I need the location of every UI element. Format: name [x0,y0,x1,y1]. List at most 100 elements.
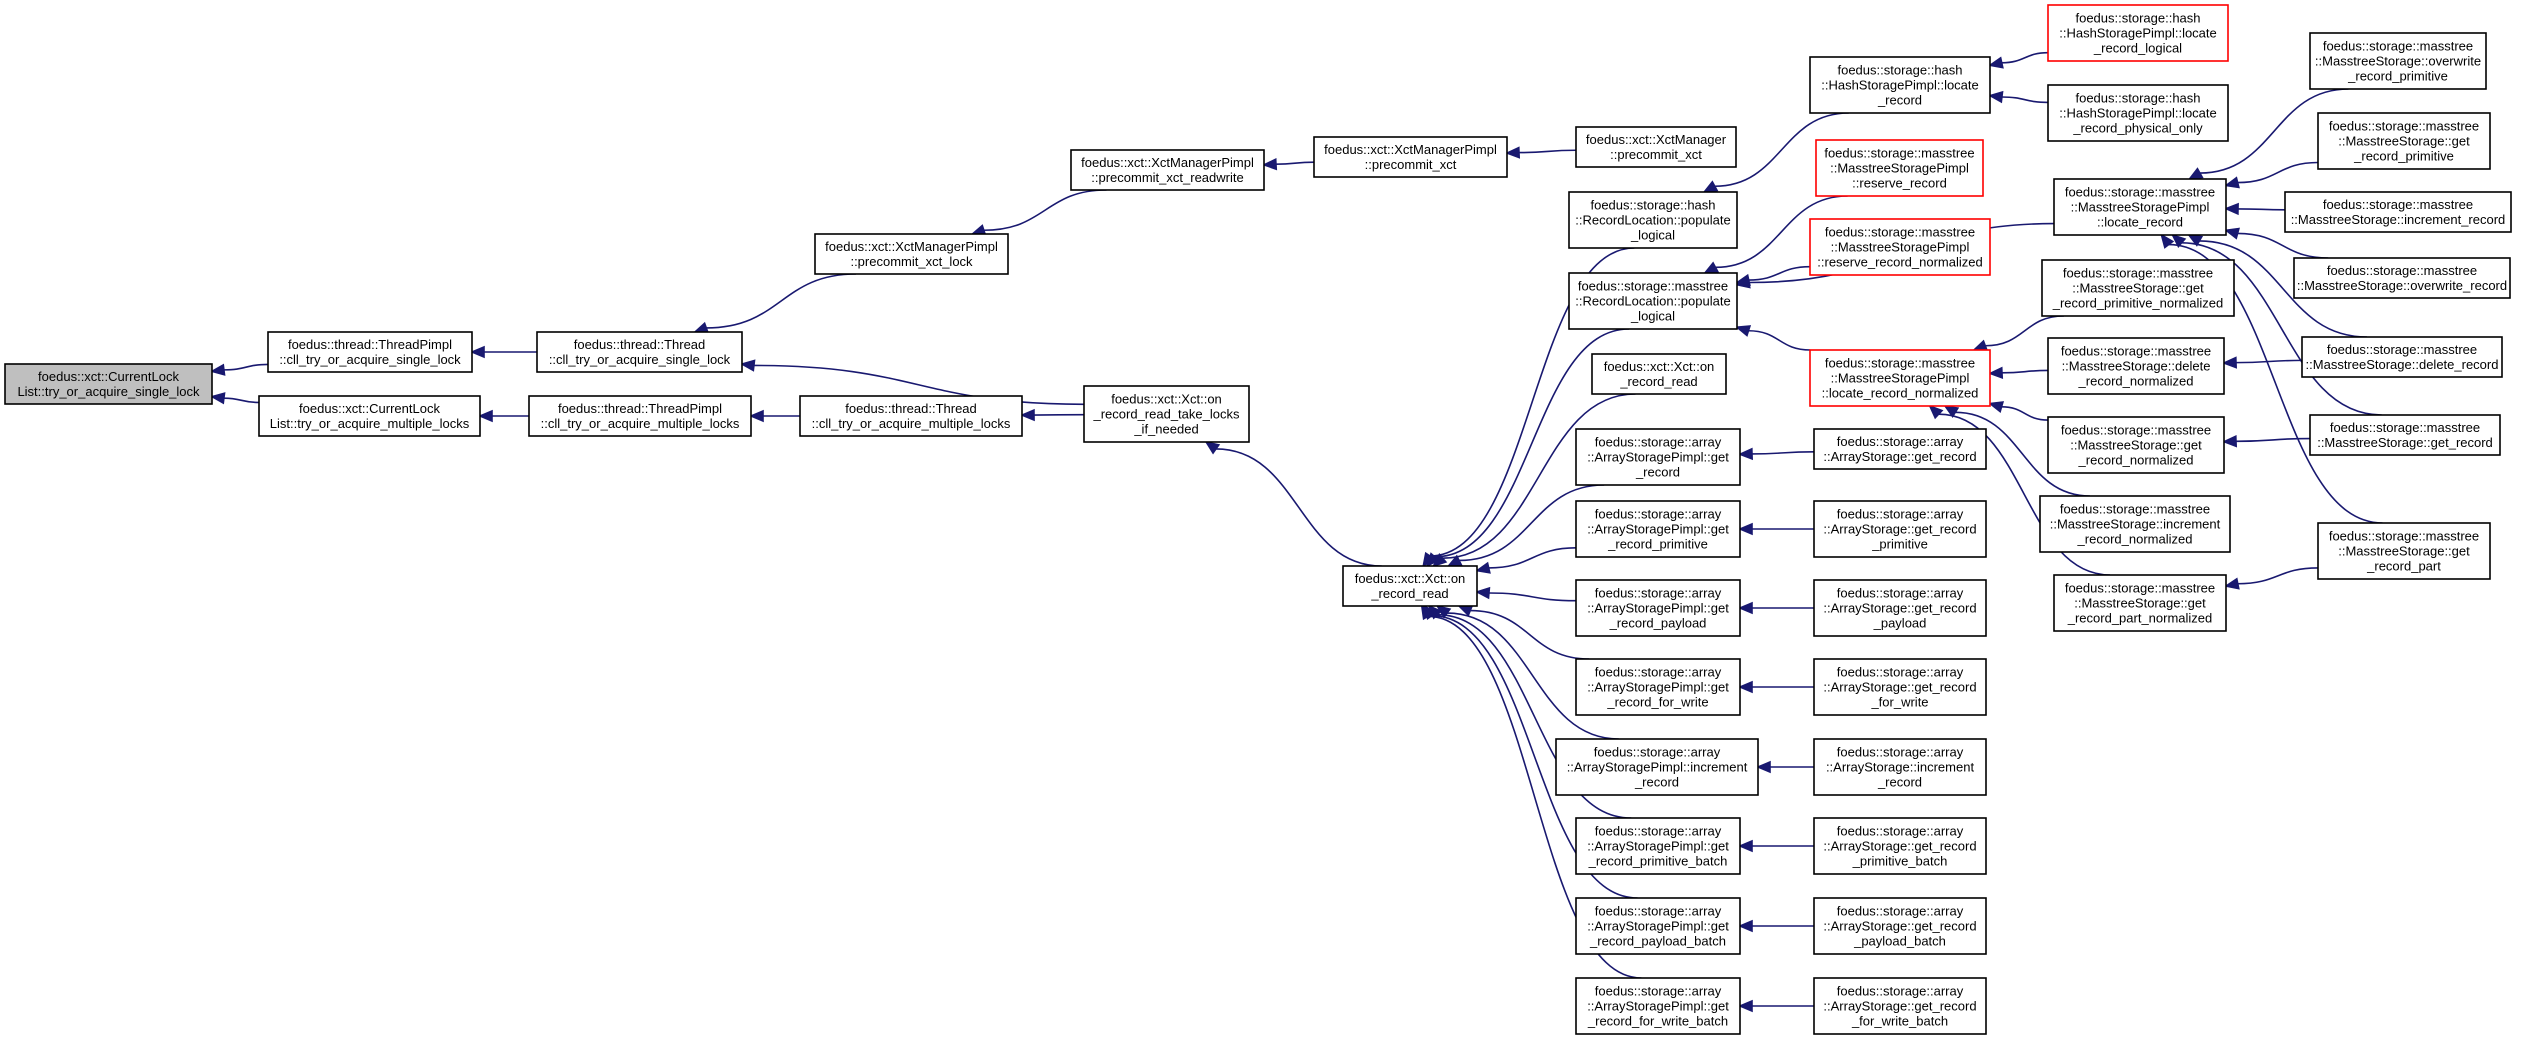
node-xct-on-record-read[interactable]: foedus::xct::Xct::on_record_read [1342,565,1478,607]
node-ms-delete-record-normalized[interactable]: foedus::storage::masstree::MasstreeStora… [2047,337,2225,395]
node-as-get-record[interactable]: foedus::storage::array::ArrayStorage::ge… [1813,428,1987,470]
node-label-line: foedus::storage::masstree [2061,344,2211,359]
node-label-line: ::ArrayStoragePimpl::get [1587,839,1729,854]
node-asp-get-record-primitive[interactable]: foedus::storage::array::ArrayStoragePimp… [1575,500,1741,558]
node-asp-get-record-for-write[interactable]: foedus::storage::array::ArrayStoragePimp… [1575,658,1741,716]
node-label-line: foedus::storage::hash [1590,198,1715,213]
node-ms-increment-record[interactable]: foedus::storage::masstree::MasstreeStora… [2284,191,2512,233]
edges [209,51,2383,1013]
edge-arrowhead [1943,404,1960,419]
edge-line [2237,232,2329,259]
edge-asp_get_record_primitive-to-xct_on_record_read [1474,547,1577,574]
edge-cl_multiple-to-root [209,392,260,405]
node-t-cll-multiple[interactable]: foedus::thread::Thread::cll_try_or_acqui… [799,395,1023,437]
node-label-line: ::MasstreeStoragePimpl [1830,161,1969,176]
node-label-line: ::HashStoragePimpl::locate [2059,26,2217,41]
node-asp-get-record-primitive-batch[interactable]: foedus::storage::array::ArrayStoragePimp… [1575,817,1741,875]
edge-line [2199,240,2368,338]
node-ms-get-record-primitive[interactable]: foedus::storage::masstree::MasstreeStora… [2317,112,2491,170]
node-label-line: ::ArrayStorage::get_record [1823,601,1976,616]
edge-ms_delete_record-to-msp_locate_record [2187,233,2368,338]
node-ms-increment-record-normalized[interactable]: foedus::storage::masstree::MasstreeStora… [2039,495,2231,553]
node-xmp-precommit[interactable]: foedus::xct::XctManagerPimpl::precommit_… [1313,136,1508,178]
node-ms-delete-record[interactable]: foedus::storage::masstree::MasstreeStora… [2301,336,2503,378]
node-box [1813,897,1987,955]
edge-as_get_record_payload-to-asp_get_record_payload [1737,601,1815,615]
node-ms-overwrite-record[interactable]: foedus::storage::masstree::MasstreeStora… [2293,257,2511,299]
node-label-line: foedus::storage::array [1837,434,1964,449]
node-asp-get-record-for-write-batch[interactable]: foedus::storage::array::ArrayStoragePimp… [1575,977,1741,1035]
node-label-line: _payload_batch [1853,934,1946,949]
node-label-line: _record_primitive [1607,537,1708,552]
node-hsp-locate-record-physical-only[interactable]: foedus::storage::hash::HashStoragePimpl:… [2047,84,2229,142]
node-label-line: foedus::storage::masstree [1825,356,1975,371]
node-label-line: _record_read [1619,374,1697,389]
node-box [1813,428,1987,470]
node-label-line: _record_part [2366,559,2441,574]
node-asp-increment-record[interactable]: foedus::storage::array::ArrayStoragePimp… [1555,738,1759,796]
node-as-get-record-primitive[interactable]: foedus::storage::array::ArrayStorage::ge… [1813,500,1987,558]
node-xmp-precommit-rw[interactable]: foedus::xct::XctManagerPimpl::precommit_… [1070,149,1265,191]
node-xct-take-locks[interactable]: foedus::xct::Xct::on_record_read_take_lo… [1083,385,1250,443]
node-label-line: _record_read [1370,586,1448,601]
node-tp-cll-multiple[interactable]: foedus::thread::ThreadPimpl::cll_try_or_… [528,395,752,437]
node-xct-on-record-read2[interactable]: foedus::xct::Xct::on_record_read [1591,353,1727,395]
edge-arrowhead [1987,401,2005,414]
node-root[interactable]: foedus::xct::CurrentLockList::try_or_acq… [4,363,213,405]
node-as-get-record-payload-batch[interactable]: foedus::storage::array::ArrayStorage::ge… [1813,897,1987,955]
node-msp-reserve-record-normalized[interactable]: foedus::storage::masstree::MasstreeStora… [1809,218,1991,276]
node-label-line: foedus::storage::array [1837,904,1964,919]
node-label-line: foedus::xct::CurrentLock [299,401,440,416]
node-asp-get-record-payload-batch[interactable]: foedus::storage::array::ArrayStoragePimp… [1575,897,1741,955]
node-label-line: foedus::storage::array [1595,586,1722,601]
node-box [814,233,1009,275]
edge-arrowhead [2187,167,2204,181]
edge-line [2001,369,2049,374]
node-label-line: ::ArrayStoragePimpl::get [1587,450,1729,465]
node-ms-get-record-normalized[interactable]: foedus::storage::masstree::MasstreeStora… [2047,416,2225,474]
node-ms-get-record-part-normalized[interactable]: foedus::storage::masstree::MasstreeStora… [2053,574,2227,632]
node-as-get-record-primitive-batch[interactable]: foedus::storage::array::ArrayStorage::ge… [1813,817,1987,875]
node-msp-locate-record[interactable]: foedus::storage::masstree::MasstreeStora… [2053,178,2227,236]
node-label-line: _record [1877,93,1922,108]
node-hsp-locate-record-logical[interactable]: foedus::storage::hash::HashStoragePimpl:… [2047,4,2229,62]
node-label-line: _record_for_write [1606,695,1708,710]
edge-arrowhead [1735,325,1752,337]
node-tp-cll-single[interactable]: foedus::thread::ThreadPimpl::cll_try_or_… [267,331,473,373]
node-msp-locate-record-normalized[interactable]: foedus::storage::masstree::MasstreeStora… [1809,349,1991,407]
node-asp-get-record-payload[interactable]: foedus::storage::array::ArrayStoragePimp… [1575,579,1741,637]
node-label-line: _record [1634,775,1679,790]
edge-line [1985,315,2064,347]
node-xm-precommit[interactable]: foedus::xct::XctManager::precommit_xct [1575,126,1737,168]
node-box [1575,126,1737,168]
node-ms-overwrite-record-primitive[interactable]: foedus::storage::masstree::MasstreeStora… [2309,32,2487,90]
node-as-get-record-for-write[interactable]: foedus::storage::array::ArrayStorage::ge… [1813,658,1987,716]
node-msp-reserve-record[interactable]: foedus::storage::masstree::MasstreeStora… [1815,139,1984,197]
node-label-line: foedus::storage::masstree [1578,279,1728,294]
node-ms-get-record-part[interactable]: foedus::storage::masstree::MasstreeStora… [2317,522,2491,580]
node-rl-mass-populate[interactable]: foedus::storage::masstree::RecordLocatio… [1568,272,1738,330]
node-as-get-record-for-write-batch[interactable]: foedus::storage::array::ArrayStorage::ge… [1813,977,1987,1035]
node-label-line: foedus::storage::array [1595,984,1722,999]
node-label-line: foedus::storage::array [1837,665,1964,680]
edge-arrowhead [2187,233,2204,247]
node-label-line: foedus::storage::masstree [2323,197,2473,212]
node-ms-get-record[interactable]: foedus::storage::masstree::MasstreeStora… [2309,414,2501,456]
node-t-cll-single[interactable]: foedus::thread::Thread::cll_try_or_acqui… [536,331,743,373]
node-hsp-locate-record[interactable]: foedus::storage::hash::HashStoragePimpl:… [1809,56,1991,114]
node-as-get-record-payload[interactable]: foedus::storage::array::ArrayStorage::ge… [1813,579,1987,637]
node-ms-get-record-primitive-normalized[interactable]: foedus::storage::masstree::MasstreeStora… [2041,259,2235,317]
node-label-line: foedus::xct::XctManagerPimpl [1081,155,1254,170]
edge-arrowhead [2223,227,2240,240]
node-box [1313,136,1508,178]
node-rl-hash-populate[interactable]: foedus::storage::hash::RecordLocation::p… [1568,191,1738,249]
node-as-increment-record[interactable]: foedus::storage::array::ArrayStorage::in… [1813,738,1987,796]
node-label-line: ::MasstreeStorage::delete [2062,359,2211,374]
edge-line [1446,612,1619,740]
edge-arrowhead [1928,404,1944,420]
node-xmp-precommit-lock[interactable]: foedus::xct::XctManagerPimpl::precommit_… [814,233,1009,275]
node-asp-get-record[interactable]: foedus::storage::array::ArrayStoragePimp… [1575,428,1741,486]
node-cl-multiple[interactable]: foedus::xct::CurrentLockList::try_or_acq… [258,395,481,437]
edge-line [1751,451,1815,455]
node-label-line: foedus::storage::array [1595,904,1722,919]
